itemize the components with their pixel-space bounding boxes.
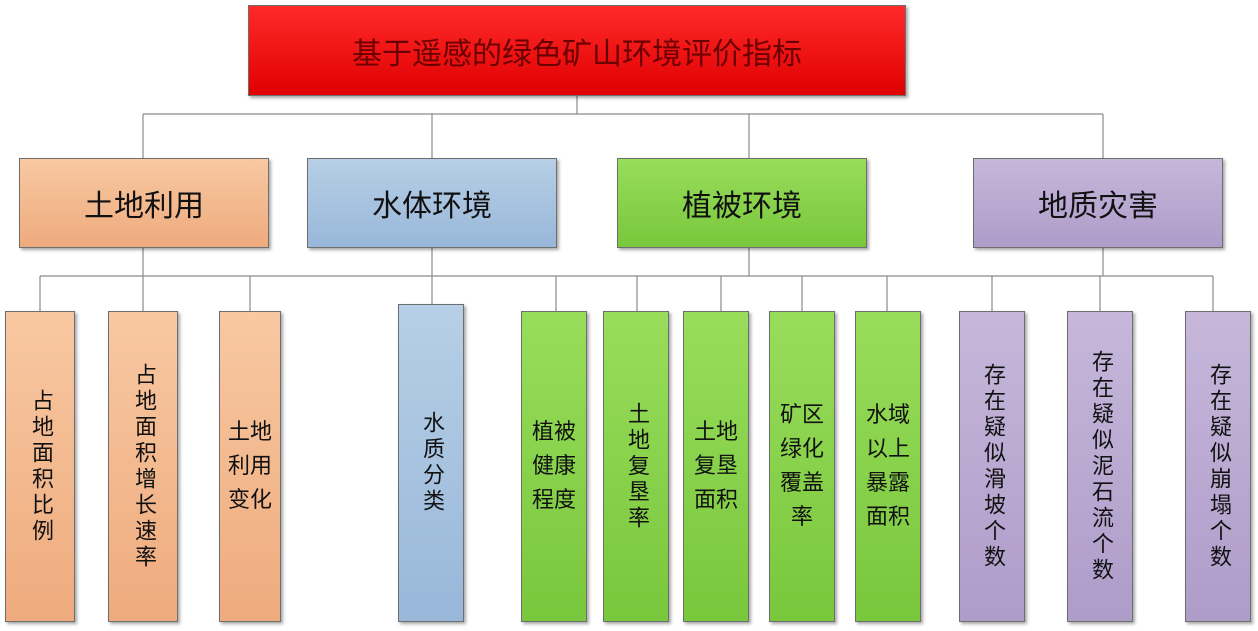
- indicator-land-occupation-growth-rate: 占地面积增长速率: [108, 311, 178, 622]
- category-vegetation-environment-label: 植被环境: [682, 189, 802, 224]
- indicator-suspected-landslides: 存在疑似滑坡个数: [959, 311, 1025, 622]
- indicator-suspected-collapses: 存在疑似崩塌个数: [1185, 311, 1251, 622]
- category-geological-hazard-label: 地质灾害: [1038, 189, 1158, 224]
- root-title: 基于遥感的绿色矿山环境评价指标: [352, 36, 802, 72]
- indicator-suspected-debris-flows-label: 存在疑似泥石流个数: [1088, 349, 1113, 584]
- category-water-environment: 水体环境: [307, 158, 557, 248]
- indicator-land-occupation-ratio-label: 占地面积比例: [28, 388, 53, 545]
- indicator-suspected-landslides-label: 存在疑似滑坡个数: [980, 362, 1005, 571]
- indicator-water-quality-class: 水质分类: [398, 304, 464, 622]
- indicator-mine-greening-coverage-label: 矿区绿化覆盖率: [779, 402, 824, 530]
- indicator-land-occupation-growth-rate-label: 占地面积增长速率: [131, 362, 156, 571]
- indicator-land-use-change: 土地利用变化: [219, 311, 281, 622]
- indicator-land-reclamation-rate: 土地复垦率: [603, 311, 669, 622]
- category-vegetation-environment: 植被环境: [617, 158, 867, 248]
- indicator-exposed-area-above-water: 水域以上暴露面积: [855, 311, 921, 622]
- indicator-mine-greening-coverage: 矿区绿化覆盖率: [769, 311, 835, 622]
- indicator-land-reclamation-rate-label: 土地复垦率: [624, 401, 649, 532]
- indicator-vegetation-health-label: 植被健康程度: [531, 419, 576, 513]
- indicator-water-quality-class-label: 水质分类: [419, 411, 444, 515]
- indicator-suspected-collapses-label: 存在疑似崩塌个数: [1206, 362, 1231, 571]
- indicator-land-reclamation-area: 土地复垦面积: [683, 311, 749, 622]
- indicator-exposed-area-above-water-label: 水域以上暴露面积: [865, 402, 910, 530]
- indicator-vegetation-health: 植被健康程度: [521, 311, 587, 622]
- indicator-suspected-debris-flows: 存在疑似泥石流个数: [1067, 311, 1133, 622]
- category-land-use: 土地利用: [19, 158, 269, 248]
- category-geological-hazard: 地质灾害: [973, 158, 1223, 248]
- category-land-use-label: 土地利用: [84, 189, 204, 224]
- indicator-land-reclamation-area-label: 土地复垦面积: [693, 419, 738, 513]
- root-title-box: 基于遥感的绿色矿山环境评价指标: [248, 5, 906, 96]
- category-water-environment-label: 水体环境: [372, 189, 492, 224]
- indicator-land-occupation-ratio: 占地面积比例: [5, 311, 75, 622]
- indicator-land-use-change-label: 土地利用变化: [227, 419, 272, 513]
